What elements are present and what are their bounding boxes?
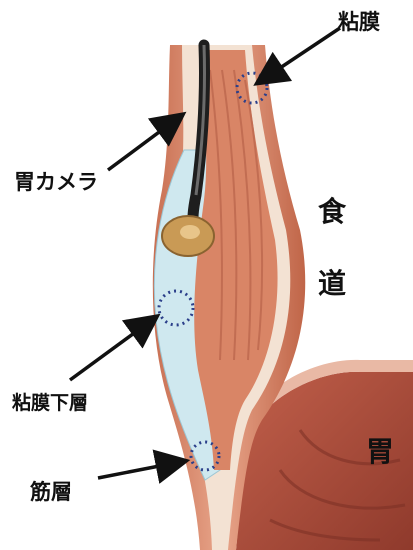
label-esophagus-char2: 道 bbox=[318, 262, 346, 302]
label-muscle-layer: 筋層 bbox=[30, 476, 72, 506]
label-gastro-camera: 胃カメラ bbox=[14, 166, 98, 196]
label-mucosa: 粘膜 bbox=[338, 6, 380, 36]
arrow-submucosa bbox=[70, 320, 152, 380]
label-submucosa: 粘膜下層 bbox=[12, 388, 88, 415]
arrow-muscle bbox=[98, 462, 180, 478]
endoscope-icon bbox=[162, 216, 214, 256]
arrow-mucosa bbox=[262, 28, 340, 80]
label-stomach: 胃 bbox=[366, 430, 394, 470]
label-esophagus-char1: 食 bbox=[318, 190, 346, 230]
